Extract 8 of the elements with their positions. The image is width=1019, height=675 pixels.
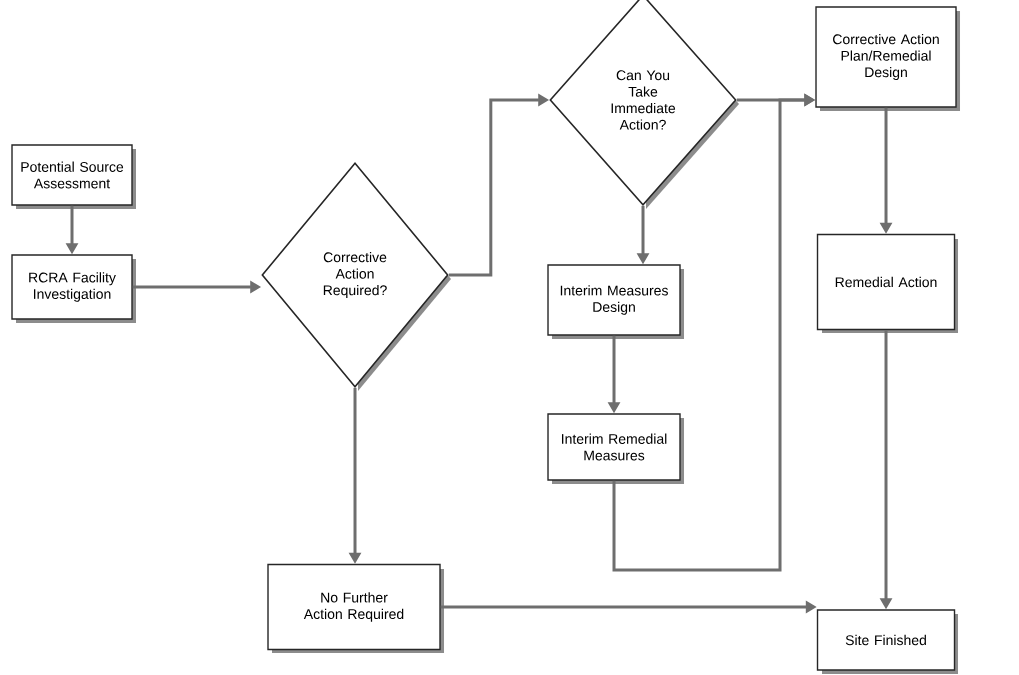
process-box: Remedial Action: [816, 233, 958, 333]
process-box: RCRA Facility Investigation: [11, 254, 136, 323]
process-box: Potential Source Assessment: [11, 144, 136, 209]
process-box: No Further Action Required: [267, 563, 444, 653]
process-box: Interim Remedial Measures: [547, 413, 684, 484]
process-box: Interim Measures Design: [547, 264, 684, 339]
process-box: Site Finished: [816, 609, 958, 674]
process-box: Corrective Action Plan/Remedial Design: [815, 6, 960, 111]
